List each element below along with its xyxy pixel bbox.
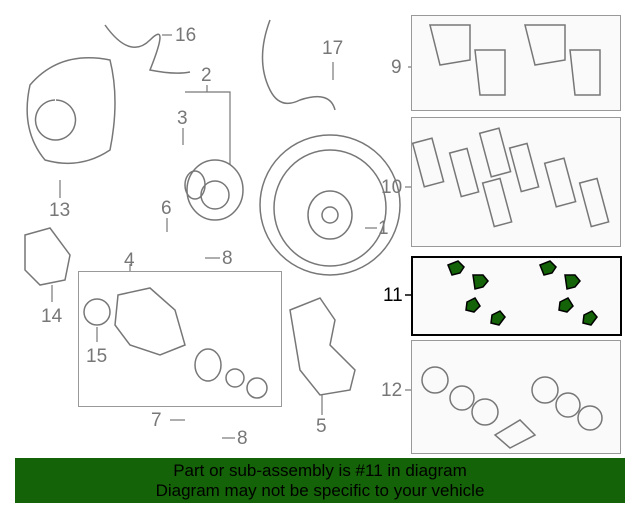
callout-8[interactable]: 8 (222, 248, 233, 269)
banner-line-1: Part or sub-assembly is #11 in diagram (173, 461, 467, 480)
callout-12[interactable]: 12 (381, 380, 403, 401)
callout-6[interactable]: 6 (161, 198, 172, 219)
callout-14[interactable]: 14 (41, 306, 63, 327)
callout-5[interactable]: 5 (316, 416, 327, 437)
callout-4[interactable]: 4 (124, 250, 135, 271)
callout-2[interactable]: 2 (201, 65, 212, 86)
callout-16[interactable]: 16 (175, 25, 197, 46)
callout-7[interactable]: 7 (151, 410, 162, 431)
callout-13[interactable]: 13 (49, 200, 71, 221)
piston-seal-part-15[interactable] (83, 298, 111, 326)
pad-support-plates-part-11[interactable] (447, 260, 598, 326)
callout-10[interactable]: 10 (381, 177, 403, 198)
callout-15[interactable]: 15 (86, 346, 108, 367)
caliper-housing[interactable] (114, 287, 186, 356)
callout-11[interactable]: 11 (383, 285, 403, 306)
banner-line-2: Diagram may not be specific to your vehi… (155, 481, 485, 500)
brake-rotor-part-1[interactable] (259, 134, 401, 276)
callout-9[interactable]: 9 (391, 57, 402, 78)
piston[interactable] (194, 348, 222, 382)
box-seal-kit-12[interactable] (411, 340, 621, 454)
hub-bearing-part-2[interactable] (184, 159, 244, 221)
callout-1[interactable]: 1 (378, 218, 389, 239)
info-banner: Part or sub-assembly is #11 in diagram D… (15, 458, 625, 503)
dust-shield-part-13[interactable] (26, 57, 116, 165)
callout-17[interactable]: 17 (322, 38, 344, 59)
callout-3[interactable]: 3 (177, 108, 188, 129)
callout-8-lower[interactable]: 8 (237, 428, 248, 449)
caliper-part-14[interactable] (24, 227, 71, 286)
caliper-bracket-part-5[interactable] (289, 297, 356, 396)
